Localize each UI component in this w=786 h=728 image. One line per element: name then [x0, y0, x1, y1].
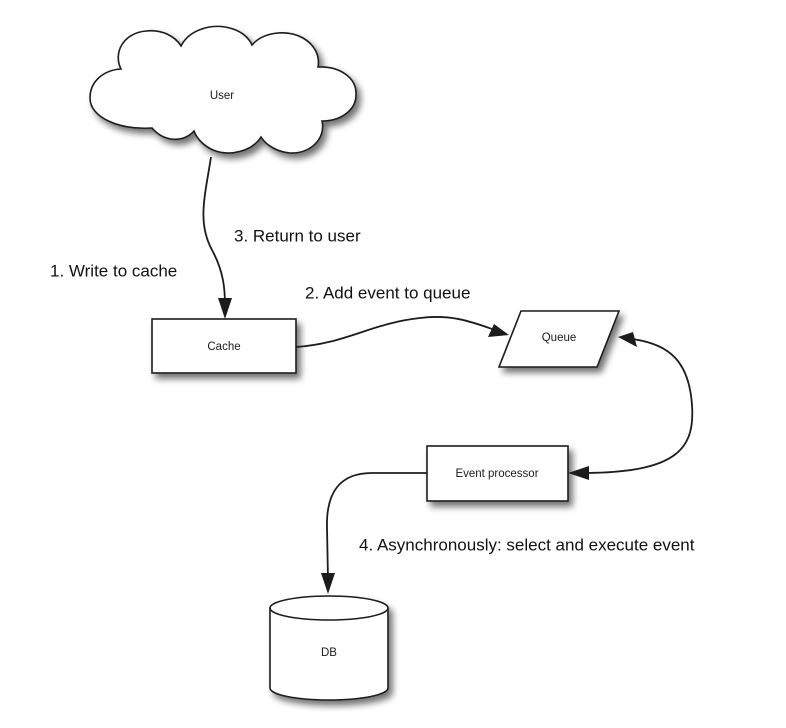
node-queue[interactable]: Queue: [497, 310, 621, 368]
edge-cache-to-queue: [295, 316, 509, 348]
node-queue-label: Queue: [542, 332, 577, 344]
node-cache-label: Cache: [207, 341, 240, 353]
db-cylinder-top: [269, 595, 389, 621]
node-user-label: User: [210, 90, 234, 102]
step-label-4: 4. Asynchronously: select and execute ev…: [359, 535, 695, 554]
step-label-2: 2. Add event to queue: [305, 283, 470, 302]
node-event-processor[interactable]: Event processor: [426, 445, 569, 502]
event-processor-rect: [426, 445, 569, 502]
edge-processor-queue-loop-line: [586, 338, 694, 474]
cache-rect: [151, 318, 297, 374]
edge-loop-arrowhead-queue: [618, 332, 637, 347]
edge-user-to-cache-line: [202, 156, 226, 307]
edge-user-to-cache: [202, 156, 232, 319]
edge-loop-arrowhead-processor: [568, 466, 589, 480]
db-cylinder-body: [269, 607, 389, 701]
node-event-processor-label: Event processor: [455, 468, 538, 480]
node-cache[interactable]: Cache: [151, 318, 297, 374]
step-label-3: 3. Return to user: [234, 226, 361, 245]
edge-processor-to-db-line: [326, 472, 427, 581]
node-user[interactable]: User: [89, 25, 357, 154]
queue-parallelogram: [497, 310, 621, 368]
cloud-shape: [89, 25, 357, 154]
node-db-label: DB: [321, 647, 337, 659]
node-db[interactable]: DB: [269, 595, 389, 701]
edge-processor-to-db-arrowhead: [321, 573, 335, 594]
edge-cache-to-queue-line: [295, 316, 496, 348]
edge-processor-queue-loop: [568, 332, 694, 480]
edge-user-to-cache-arrowhead: [218, 298, 232, 319]
edge-cache-to-queue-arrowhead: [488, 324, 509, 337]
step-label-1: 1. Write to cache: [50, 261, 177, 280]
edge-processor-to-db: [321, 472, 427, 594]
